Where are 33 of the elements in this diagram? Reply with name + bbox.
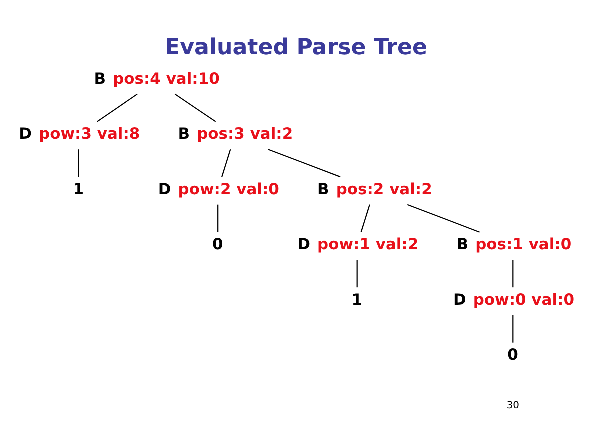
node-label: pos:1 val:0: [476, 235, 572, 254]
connector: [407, 204, 480, 232]
node-text: 0: [212, 235, 224, 254]
label: 30: [506, 400, 520, 411]
node-text: D: [453, 290, 466, 308]
connector: [78, 149, 80, 177]
node-text: D: [19, 124, 32, 143]
node-label: pos:4 val:10: [113, 69, 220, 88]
connector: [356, 260, 358, 288]
connector: [218, 204, 219, 232]
node-text: 0: [508, 346, 518, 364]
connector: [268, 148, 341, 178]
node-label: pos:3 val:2: [197, 124, 294, 143]
connector: [512, 260, 514, 288]
connector: [174, 93, 216, 122]
connector: [512, 314, 514, 342]
connector: [360, 204, 370, 232]
node-label: pos:2 val:2: [336, 180, 432, 198]
connector: [97, 93, 138, 122]
node-text: B: [456, 235, 469, 254]
node-text: 1: [352, 290, 363, 308]
node-label: pow:0 val:0: [473, 290, 574, 308]
node-label: pow:3 val:8: [39, 124, 140, 143]
node-text: B: [318, 180, 330, 198]
node-label: pow:1 val:2: [318, 235, 419, 254]
node-text: B: [94, 69, 106, 88]
connector: [222, 148, 232, 177]
node-text: D: [158, 180, 172, 198]
diagram-title: Evaluated Parse Tree: [165, 34, 428, 60]
node-text: B: [178, 124, 190, 143]
node-text: D: [298, 235, 310, 254]
node-label: pow:2 val:0: [178, 180, 280, 198]
node-text: 1: [73, 180, 84, 198]
